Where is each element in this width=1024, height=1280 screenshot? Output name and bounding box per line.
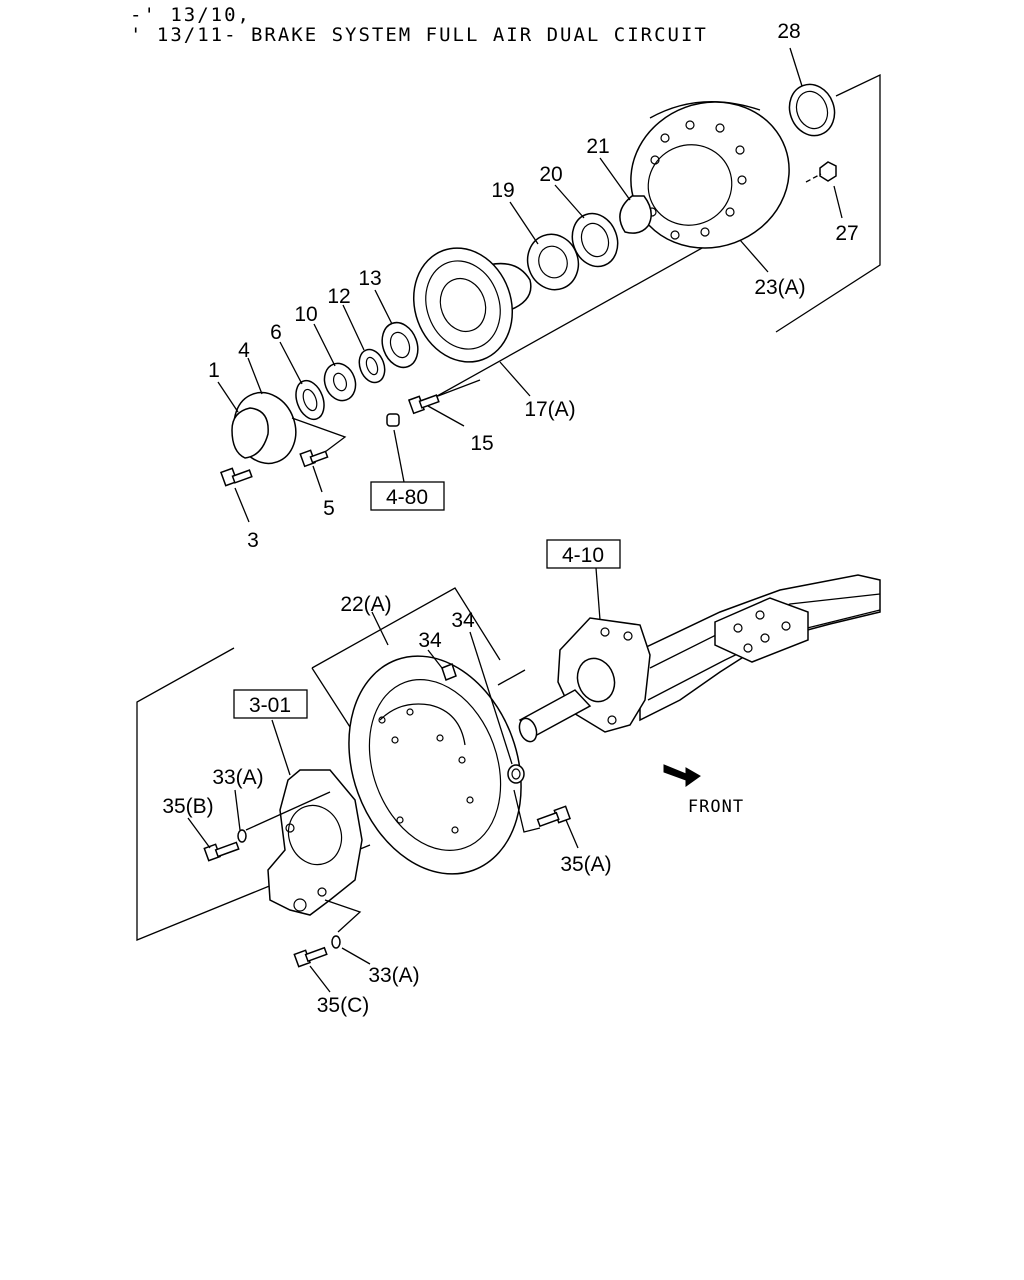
nut-part[interactable] <box>805 161 837 183</box>
callout-labels: 28 27 23(A) 21 20 19 13 12 10 6 4 1 17(A… <box>162 20 858 1017</box>
hub-cap-part[interactable] <box>224 384 305 472</box>
callout-13: 13 <box>358 267 381 290</box>
brake-bracket-part[interactable] <box>267 769 363 916</box>
retainer-clip-part[interactable] <box>619 195 652 234</box>
washer-part[interactable] <box>355 346 389 386</box>
callout-15: 15 <box>470 432 493 455</box>
callout-6: 6 <box>270 321 282 344</box>
front-direction-arrow-icon <box>663 764 701 787</box>
upper-washer-part[interactable] <box>237 829 247 843</box>
lower-washer-part[interactable] <box>331 935 341 949</box>
ref-label-4-10: 4-10 <box>562 544 604 567</box>
outer-bearing-part[interactable] <box>565 207 625 273</box>
callout-33a-upper: 33(A) <box>212 766 263 789</box>
bushing-part[interactable] <box>386 413 400 427</box>
axle-beam-part[interactable] <box>639 574 881 722</box>
ref-box-4-80[interactable]: 4-80 <box>370 481 445 511</box>
callout-19: 19 <box>491 179 514 202</box>
steering-knuckle-part[interactable] <box>516 617 651 744</box>
bolt-c-part[interactable] <box>293 946 328 968</box>
callout-3: 3 <box>247 529 259 552</box>
inner-bearing-part[interactable] <box>376 318 424 373</box>
backing-plate-part[interactable] <box>320 632 551 899</box>
ref-label-4-80: 4-80 <box>386 486 428 509</box>
hub-stud-part[interactable] <box>407 379 481 415</box>
ref-box-3-01[interactable]: 3-01 <box>233 689 308 719</box>
callout-35b: 35(B) <box>162 795 213 818</box>
callout-12: 12 <box>327 285 350 308</box>
cap-screw-part[interactable] <box>291 417 347 468</box>
callout-20: 20 <box>539 163 562 186</box>
callout-35a: 35(A) <box>560 853 611 876</box>
drum-bracket-frame <box>429 73 881 401</box>
callout-23a: 23(A) <box>754 276 805 299</box>
ref-box-4-10[interactable]: 4-10 <box>546 539 621 569</box>
callout-35c: 35(C) <box>317 994 370 1017</box>
front-label: FRONT <box>688 797 744 817</box>
cap-bolt-part[interactable] <box>220 467 253 487</box>
callout-4: 4 <box>238 339 250 362</box>
ref-label-3-01: 3-01 <box>249 694 291 717</box>
callout-10: 10 <box>294 303 317 326</box>
header-title: ' 13/11- BRAKE SYSTEM FULL AIR DUAL CIRC… <box>130 24 708 46</box>
hub-nut-part[interactable] <box>319 359 360 405</box>
clip-part[interactable] <box>441 663 457 681</box>
wheel-hub-part[interactable] <box>398 234 532 376</box>
gasket-part[interactable] <box>291 377 329 423</box>
upper-leader-lines <box>217 47 843 523</box>
callout-17a: 17(A) <box>524 398 575 421</box>
bolt-a-part[interactable] <box>513 789 571 833</box>
callout-21: 21 <box>586 135 609 158</box>
callout-1: 1 <box>208 359 220 382</box>
callout-34-right: 34 <box>451 609 475 632</box>
callout-34-left: 34 <box>418 629 442 652</box>
header-line-1: -' 13/10, <box>130 4 251 26</box>
brake-drum-part[interactable] <box>610 80 810 270</box>
callout-22a: 22(A) <box>340 593 391 616</box>
callout-33a-lower: 33(A) <box>368 964 419 987</box>
bolt-b-part[interactable] <box>203 841 240 862</box>
lock-nut-part[interactable] <box>507 764 525 784</box>
seal-ring-part[interactable] <box>782 78 841 142</box>
callout-27: 27 <box>835 222 858 245</box>
lower-leader-lines <box>187 567 601 993</box>
tapered-bearing-part[interactable] <box>520 227 586 297</box>
callout-28: 28 <box>777 20 800 43</box>
callout-5: 5 <box>323 497 335 520</box>
